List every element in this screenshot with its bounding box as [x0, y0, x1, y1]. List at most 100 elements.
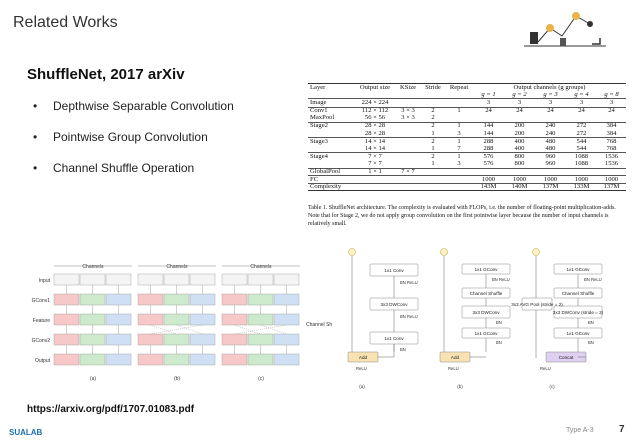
table-cell: g = 8	[604, 91, 619, 99]
table-cell: 7 × 7	[368, 152, 382, 160]
bullet-item: •Depthwise Separable Convolution	[33, 99, 283, 130]
bullet-text: Pointwise Group Convolution	[53, 130, 208, 144]
table-cell: 1000	[574, 175, 589, 183]
table-cell: 576	[483, 159, 494, 167]
connection-line	[234, 324, 287, 335]
table-cell: 3	[609, 99, 614, 107]
channel-block	[189, 293, 216, 306]
company-logo: SUALAB	[9, 428, 43, 437]
table-cell: 144	[483, 129, 494, 137]
bullet-list: •Depthwise Separable Convolution •Pointw…	[33, 99, 283, 192]
table-cell: 1	[431, 144, 435, 152]
channels-label: Channels	[250, 264, 272, 270]
table-cell: MaxPool	[310, 114, 335, 122]
paper-link[interactable]: https://arxiv.org/pdf/1707.01083.pdf	[27, 404, 195, 415]
channels-label: Channels	[166, 264, 188, 270]
unit-box-label: 1x1 GConv	[567, 331, 591, 336]
unit-box-label: 1x1 GConv	[567, 267, 591, 272]
table-cell: 112 × 112	[361, 107, 389, 115]
row-label: GConv1	[32, 298, 51, 304]
unit-op-label: BN ReLU	[400, 280, 418, 285]
table-cell: 400	[514, 144, 525, 152]
slide-subtitle: ShuffleNet, 2017 arXiv	[27, 66, 185, 83]
channel-block	[79, 293, 106, 306]
table-cell: 137M	[603, 183, 620, 191]
logo-illustration	[520, 2, 610, 54]
table-cell: 14 × 14	[364, 144, 386, 152]
table-cell: Stride	[425, 84, 441, 91]
channel-block	[137, 353, 164, 366]
channel-block	[137, 333, 164, 346]
table-cell: 1000	[481, 175, 496, 183]
channel-block	[163, 313, 190, 326]
table-cell: Conv1	[310, 107, 328, 115]
table-cell: g = 3	[543, 91, 558, 99]
unit-op-label: BN	[588, 320, 594, 325]
channel-block	[163, 293, 190, 306]
table-cell: 3 × 3	[401, 114, 415, 122]
table-cell: 240	[545, 129, 556, 137]
table-cell: 1 × 1	[368, 168, 382, 176]
connection-line	[150, 324, 203, 335]
channel-block	[189, 333, 216, 346]
table-cell: 7 × 7	[401, 168, 415, 176]
table-cell: 1	[457, 137, 461, 145]
table-cell: 200	[514, 122, 525, 130]
table-cell: 1	[457, 152, 461, 160]
table-cell: 272	[576, 122, 587, 130]
row-label: Output	[35, 358, 51, 364]
table-cell: 140M	[511, 183, 528, 191]
table-cell: 1	[431, 159, 435, 167]
table-cell: 24	[516, 107, 523, 115]
channel-block	[189, 313, 216, 326]
unit-box-label: 3x3 AVG Pool (stride = 2)	[511, 302, 563, 307]
channel-block	[163, 353, 190, 366]
channel-block	[221, 353, 248, 366]
unit-box-label: Concat	[559, 355, 574, 360]
table-cell: 2	[431, 107, 435, 115]
table-cell: 800	[514, 152, 525, 160]
unit-box-label: 3x3 DWConv (stride = 2)	[553, 310, 604, 315]
table-cell: 224 × 224	[361, 99, 389, 107]
sub-label: (b)	[174, 376, 180, 382]
table-cell: Output channels (g groups)	[513, 84, 586, 91]
connection-line	[260, 324, 287, 335]
channel-block	[53, 313, 80, 326]
row-label: GConv2	[32, 338, 51, 344]
table-cell: 960	[545, 152, 556, 160]
table-cell: 1536	[604, 159, 619, 167]
channel-block	[247, 333, 274, 346]
channel-block	[273, 333, 300, 346]
connection-line	[176, 324, 203, 335]
channel-block	[137, 273, 164, 286]
shuffle-label: Channel Shuffle	[306, 322, 332, 328]
table-cell: 2	[431, 137, 435, 145]
table-cell: Layer	[310, 84, 326, 91]
table-cell: Stage2	[310, 122, 328, 130]
table-cell: 3	[579, 99, 584, 107]
bullet-text: Channel Shuffle Operation	[53, 161, 195, 175]
table-cell: 56 × 56	[364, 114, 386, 122]
sub-label: (a)	[359, 384, 365, 389]
channel-block	[273, 273, 300, 286]
table-cell: 3	[457, 129, 461, 137]
table-cell: KSize	[399, 84, 417, 91]
unit-op-label: ReLU	[448, 366, 459, 371]
table-cell: Stage3	[310, 137, 328, 145]
page-header: Related Works	[13, 14, 118, 31]
table-cell: g = 1	[481, 91, 496, 99]
table-cell: 1	[457, 122, 461, 130]
channel-block	[273, 313, 300, 326]
table-cell: 1000	[512, 175, 527, 183]
table-cell: 24	[578, 107, 585, 115]
channel-block	[189, 273, 216, 286]
table-cell: 3	[486, 99, 491, 107]
